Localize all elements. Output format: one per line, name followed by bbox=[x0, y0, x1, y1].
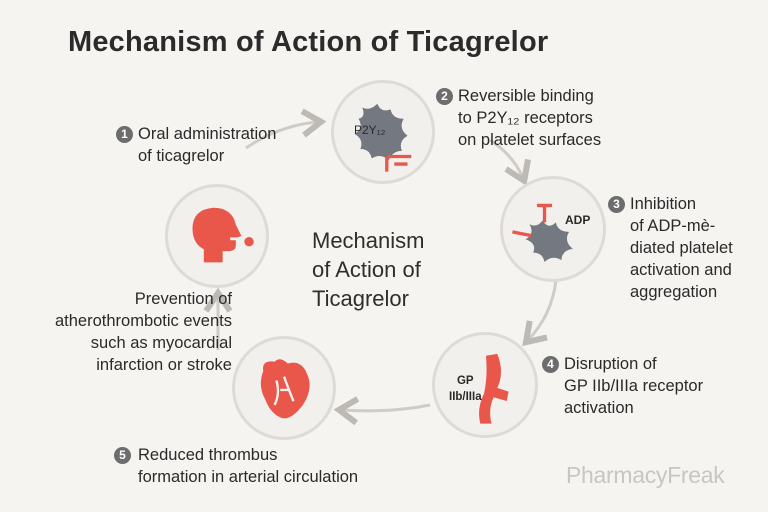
artery-icon bbox=[479, 353, 509, 424]
arrow-2-to-3 bbox=[489, 138, 531, 186]
platelet-adp-icon bbox=[512, 203, 573, 263]
step-5-line-2: formation in arterial circulation bbox=[138, 468, 359, 486]
step-5-illustration bbox=[232, 336, 336, 440]
gp-label-line-2: IIb/IIIa bbox=[449, 391, 482, 403]
step-1: 1 Oral administration of ticagrelor bbox=[116, 123, 276, 167]
step-5-number: 5 bbox=[114, 447, 131, 464]
center-title-line-3: Ticagrelor bbox=[312, 286, 409, 311]
step-3-number: 3 bbox=[608, 196, 625, 213]
step-2-line-2: to P2Y₁₂ receptors bbox=[458, 109, 593, 127]
step-2: 2 Reversible binding to P2Y₁₂ receptors … bbox=[436, 85, 601, 151]
watermark: PharmacyFreak bbox=[566, 462, 725, 488]
arrow-4-to-5 bbox=[333, 396, 431, 426]
step-4-line-1: Disruption of bbox=[564, 355, 657, 373]
step-4-illustration: GP IIb/IIIa bbox=[432, 332, 538, 438]
step-3-line-5: aggregation bbox=[630, 283, 718, 301]
step-4-line-2: GP IIb/IIIa receptor bbox=[564, 377, 704, 395]
step-4: 4 Disruption of GP IIb/IIIa receptor act… bbox=[542, 353, 703, 419]
receptor-label: P2Y₁₂ bbox=[354, 123, 386, 137]
adp-label: ADP bbox=[565, 213, 591, 227]
center-title: Mechanism of Action of Ticagrelor bbox=[312, 226, 424, 313]
arrow-3-to-4 bbox=[522, 279, 558, 347]
step-3-line-1: Inhibition bbox=[630, 195, 697, 213]
head-profile-icon bbox=[192, 207, 254, 263]
step-4-line-3: activation bbox=[564, 399, 634, 417]
prevention-line-2: atherothrombotic events bbox=[54, 312, 232, 330]
center-title-line-2: of Action of bbox=[312, 257, 421, 282]
step-1-line-1: Oral administration bbox=[138, 125, 277, 143]
step-3-line-3: diated platelet bbox=[630, 239, 733, 257]
prevention-line-4: infarction or stroke bbox=[96, 356, 232, 374]
step-2-line-3: on platelet surfaces bbox=[458, 131, 602, 149]
prevention-line-1: Prevention of bbox=[134, 290, 232, 308]
step-5-line-1: Reduced thrombus bbox=[138, 446, 278, 464]
step-3-line-2: of ADP-mè- bbox=[630, 217, 716, 235]
prevention-outcome: Prevention of atherothrombotic events su… bbox=[10, 288, 232, 376]
prevention-line-3: such as myocardial bbox=[90, 334, 232, 352]
step-2-illustration: P2Y₁₂ bbox=[331, 80, 435, 184]
step-1-line-2: of ticagrelor bbox=[138, 147, 225, 165]
step-4-number: 4 bbox=[542, 356, 559, 373]
platelet-icon bbox=[354, 103, 412, 172]
step-2-line-1: Reversible binding bbox=[458, 87, 594, 105]
step-3-illustration: ADP bbox=[500, 176, 606, 282]
step-5: 5 Reduced thrombus formation in arterial… bbox=[114, 444, 358, 488]
step-2-number: 2 bbox=[436, 88, 453, 105]
step-3-line-4: activation and bbox=[630, 261, 732, 279]
step-1-illustration bbox=[165, 184, 269, 288]
center-title-line-1: Mechanism bbox=[312, 228, 425, 253]
arrow-1-to-2 bbox=[245, 108, 327, 150]
heart-icon bbox=[260, 359, 310, 419]
gp-label: GP IIb/IIIa bbox=[449, 373, 482, 405]
page-title: Mechanism of Action of Ticagrelor bbox=[68, 26, 549, 58]
step-1-number: 1 bbox=[116, 126, 133, 143]
step-3: 3 Inhibition of ADP-mè- diated platelet … bbox=[608, 193, 733, 303]
gp-label-line-1: GP bbox=[456, 375, 474, 387]
